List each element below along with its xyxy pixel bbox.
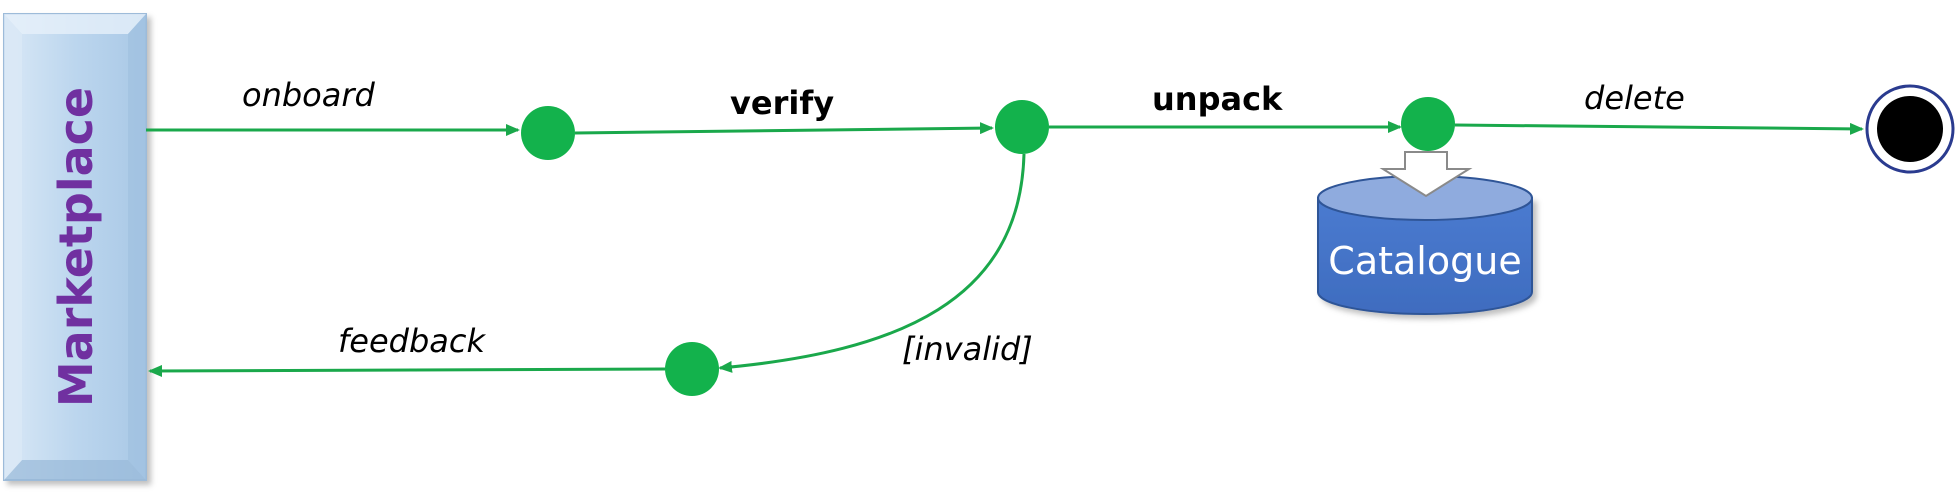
delete-label: delete <box>1584 79 1685 117</box>
invalid-arrow <box>718 153 1026 373</box>
store-arrow-icon <box>1379 151 1473 198</box>
delete-arrow <box>1454 122 1864 135</box>
invalid-label: [invalid] <box>902 330 1033 368</box>
marketplace-swimlane: Marketplace <box>3 13 147 481</box>
state-node-3 <box>1401 97 1455 151</box>
feedback-arrow <box>148 364 666 377</box>
unpack-label: unpack <box>1152 80 1283 118</box>
final-state <box>1865 84 1955 174</box>
marketplace-label: Marketplace <box>49 87 103 407</box>
state-node-1 <box>521 106 575 160</box>
catalogue-label: Catalogue <box>1328 239 1521 283</box>
onboard-label: onboard <box>242 76 376 114</box>
verify-arrow <box>574 122 994 135</box>
feedback-label: feedback <box>338 322 486 360</box>
verify-label: verify <box>730 84 834 122</box>
catalogue-datastore: Catalogue <box>1317 175 1533 315</box>
state-node-2 <box>995 100 1049 154</box>
state-node-4 <box>665 342 719 396</box>
